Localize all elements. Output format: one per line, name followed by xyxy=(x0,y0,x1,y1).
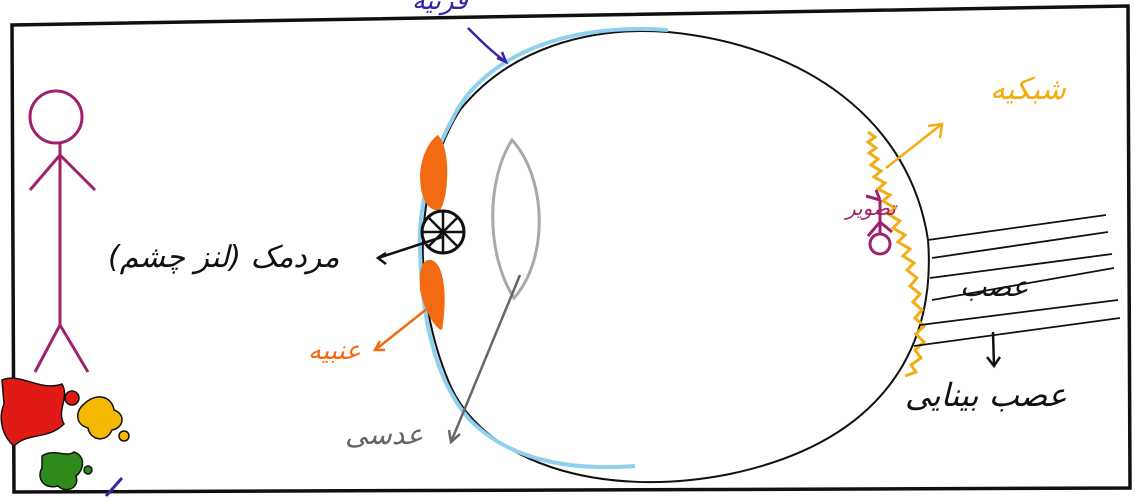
lens xyxy=(491,137,541,301)
cornea xyxy=(417,27,669,470)
optic-nerve-label: عصب بینایی xyxy=(905,376,1067,414)
lens-label: عدسی xyxy=(345,418,424,451)
nerve-arrow xyxy=(986,331,1002,369)
inverted-person-icon xyxy=(865,189,893,256)
eyeball-outline xyxy=(421,30,930,484)
iris-arrow xyxy=(372,307,429,352)
iris-lower xyxy=(419,259,445,330)
person-icon xyxy=(28,89,97,373)
optic-nerve-fibers xyxy=(913,214,1121,347)
retina xyxy=(865,130,927,378)
pupil-arrow xyxy=(375,235,443,265)
image-label: تصویر xyxy=(846,196,896,220)
paint-splash-icon xyxy=(0,377,130,491)
blue-tick xyxy=(104,477,124,497)
cornea-label: قرنیه xyxy=(412,0,468,16)
iris-label: عنبیه xyxy=(308,336,361,366)
cornea-arrow xyxy=(467,27,509,65)
iris-upper xyxy=(420,135,448,211)
nerve-label: عصب xyxy=(960,270,1029,303)
board-frame xyxy=(10,4,1132,494)
retina-arrow xyxy=(885,122,944,169)
lens-arrow xyxy=(447,274,522,445)
pupil xyxy=(420,209,466,255)
pupil-label: مردمک (لنز چشم) xyxy=(108,240,340,275)
retina-label: شبکیه xyxy=(990,72,1066,107)
